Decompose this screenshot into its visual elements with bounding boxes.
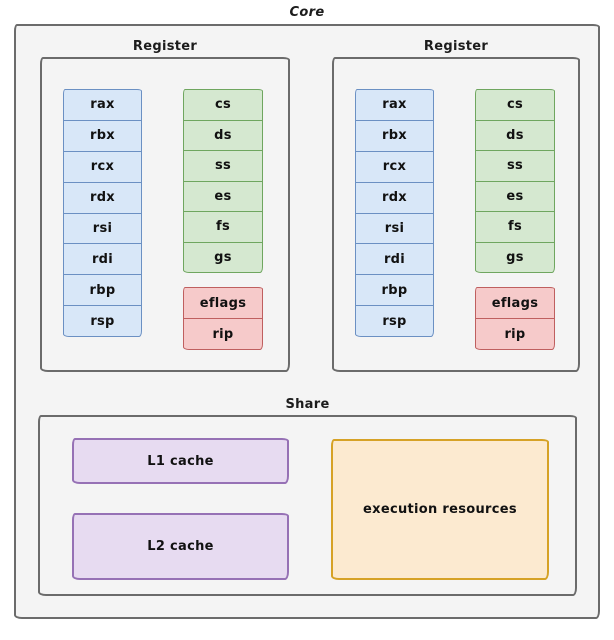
register-eflags: eflags [476,288,554,319]
register-rsi: rsi [64,214,141,245]
register-rax: rax [356,90,433,121]
execution-resources-box: execution resources [331,439,549,580]
register-rsi: rsi [356,214,433,245]
register-group-1: Register rax rbx rcx rdx rsi rdi rbp rsp… [40,39,290,372]
register-rbp: rbp [356,275,433,307]
core-box: Register rax rbx rcx rdx rsi rdi rbp rsp… [14,24,600,619]
register-rax: rax [64,90,141,121]
flag-register-column-2: eflags rip [475,287,555,350]
register-cs: cs [476,90,554,121]
register-cs: cs [184,90,262,121]
register-rip: rip [212,326,234,342]
register-gs: gs [506,249,524,265]
register-rip: rip [504,326,526,342]
register-rbp: rbp [64,275,141,307]
register-group-2-title: Register [423,39,489,54]
register-es: es [184,182,262,212]
register-es: es [476,182,554,212]
share-group: Share L1 cache L2 cache execution resour… [38,397,577,596]
register-rcx: rcx [64,152,141,183]
register-rbx: rbx [64,121,141,152]
gp-register-column-2: rax rbx rcx rdx rsi rdi rbp rsp [355,89,434,337]
segment-register-column-2: cs ds ss es fs gs [475,89,555,273]
register-ds: ds [476,121,554,151]
register-rdi: rdi [64,244,141,276]
flag-register-column-1: eflags rip [183,287,263,350]
register-ds: ds [184,121,262,151]
register-rdi: rdi [356,244,433,276]
register-ss: ss [476,151,554,182]
register-rdx: rdx [64,183,141,214]
gp-register-column-1: rax rbx rcx rdx rsi rdi rbp rsp [63,89,142,337]
register-group-2: Register rax rbx rcx rdx rsi rdi rbp rsp… [332,39,580,372]
register-rdx: rdx [356,183,433,214]
register-eflags: eflags [184,288,262,319]
register-rsp: rsp [382,313,407,329]
register-ss: ss [184,151,262,182]
share-title: Share [285,397,330,412]
segment-register-column-1: cs ds ss es fs gs [183,89,263,273]
register-fs: fs [184,212,262,243]
l2-cache-box: L2 cache [72,513,289,580]
l1-cache-box: L1 cache [72,438,289,484]
register-rbx: rbx [356,121,433,152]
register-group-1-box: rax rbx rcx rdx rsi rdi rbp rsp cs ds ss… [40,57,290,372]
register-gs: gs [214,249,232,265]
register-rsp: rsp [90,313,115,329]
register-rcx: rcx [356,152,433,183]
core-title: Core [289,5,325,20]
register-group-1-title: Register [132,39,198,54]
share-box: L1 cache L2 cache execution resources [38,415,577,596]
register-fs: fs [476,212,554,243]
register-group-2-box: rax rbx rcx rdx rsi rdi rbp rsp cs ds ss… [332,57,580,372]
